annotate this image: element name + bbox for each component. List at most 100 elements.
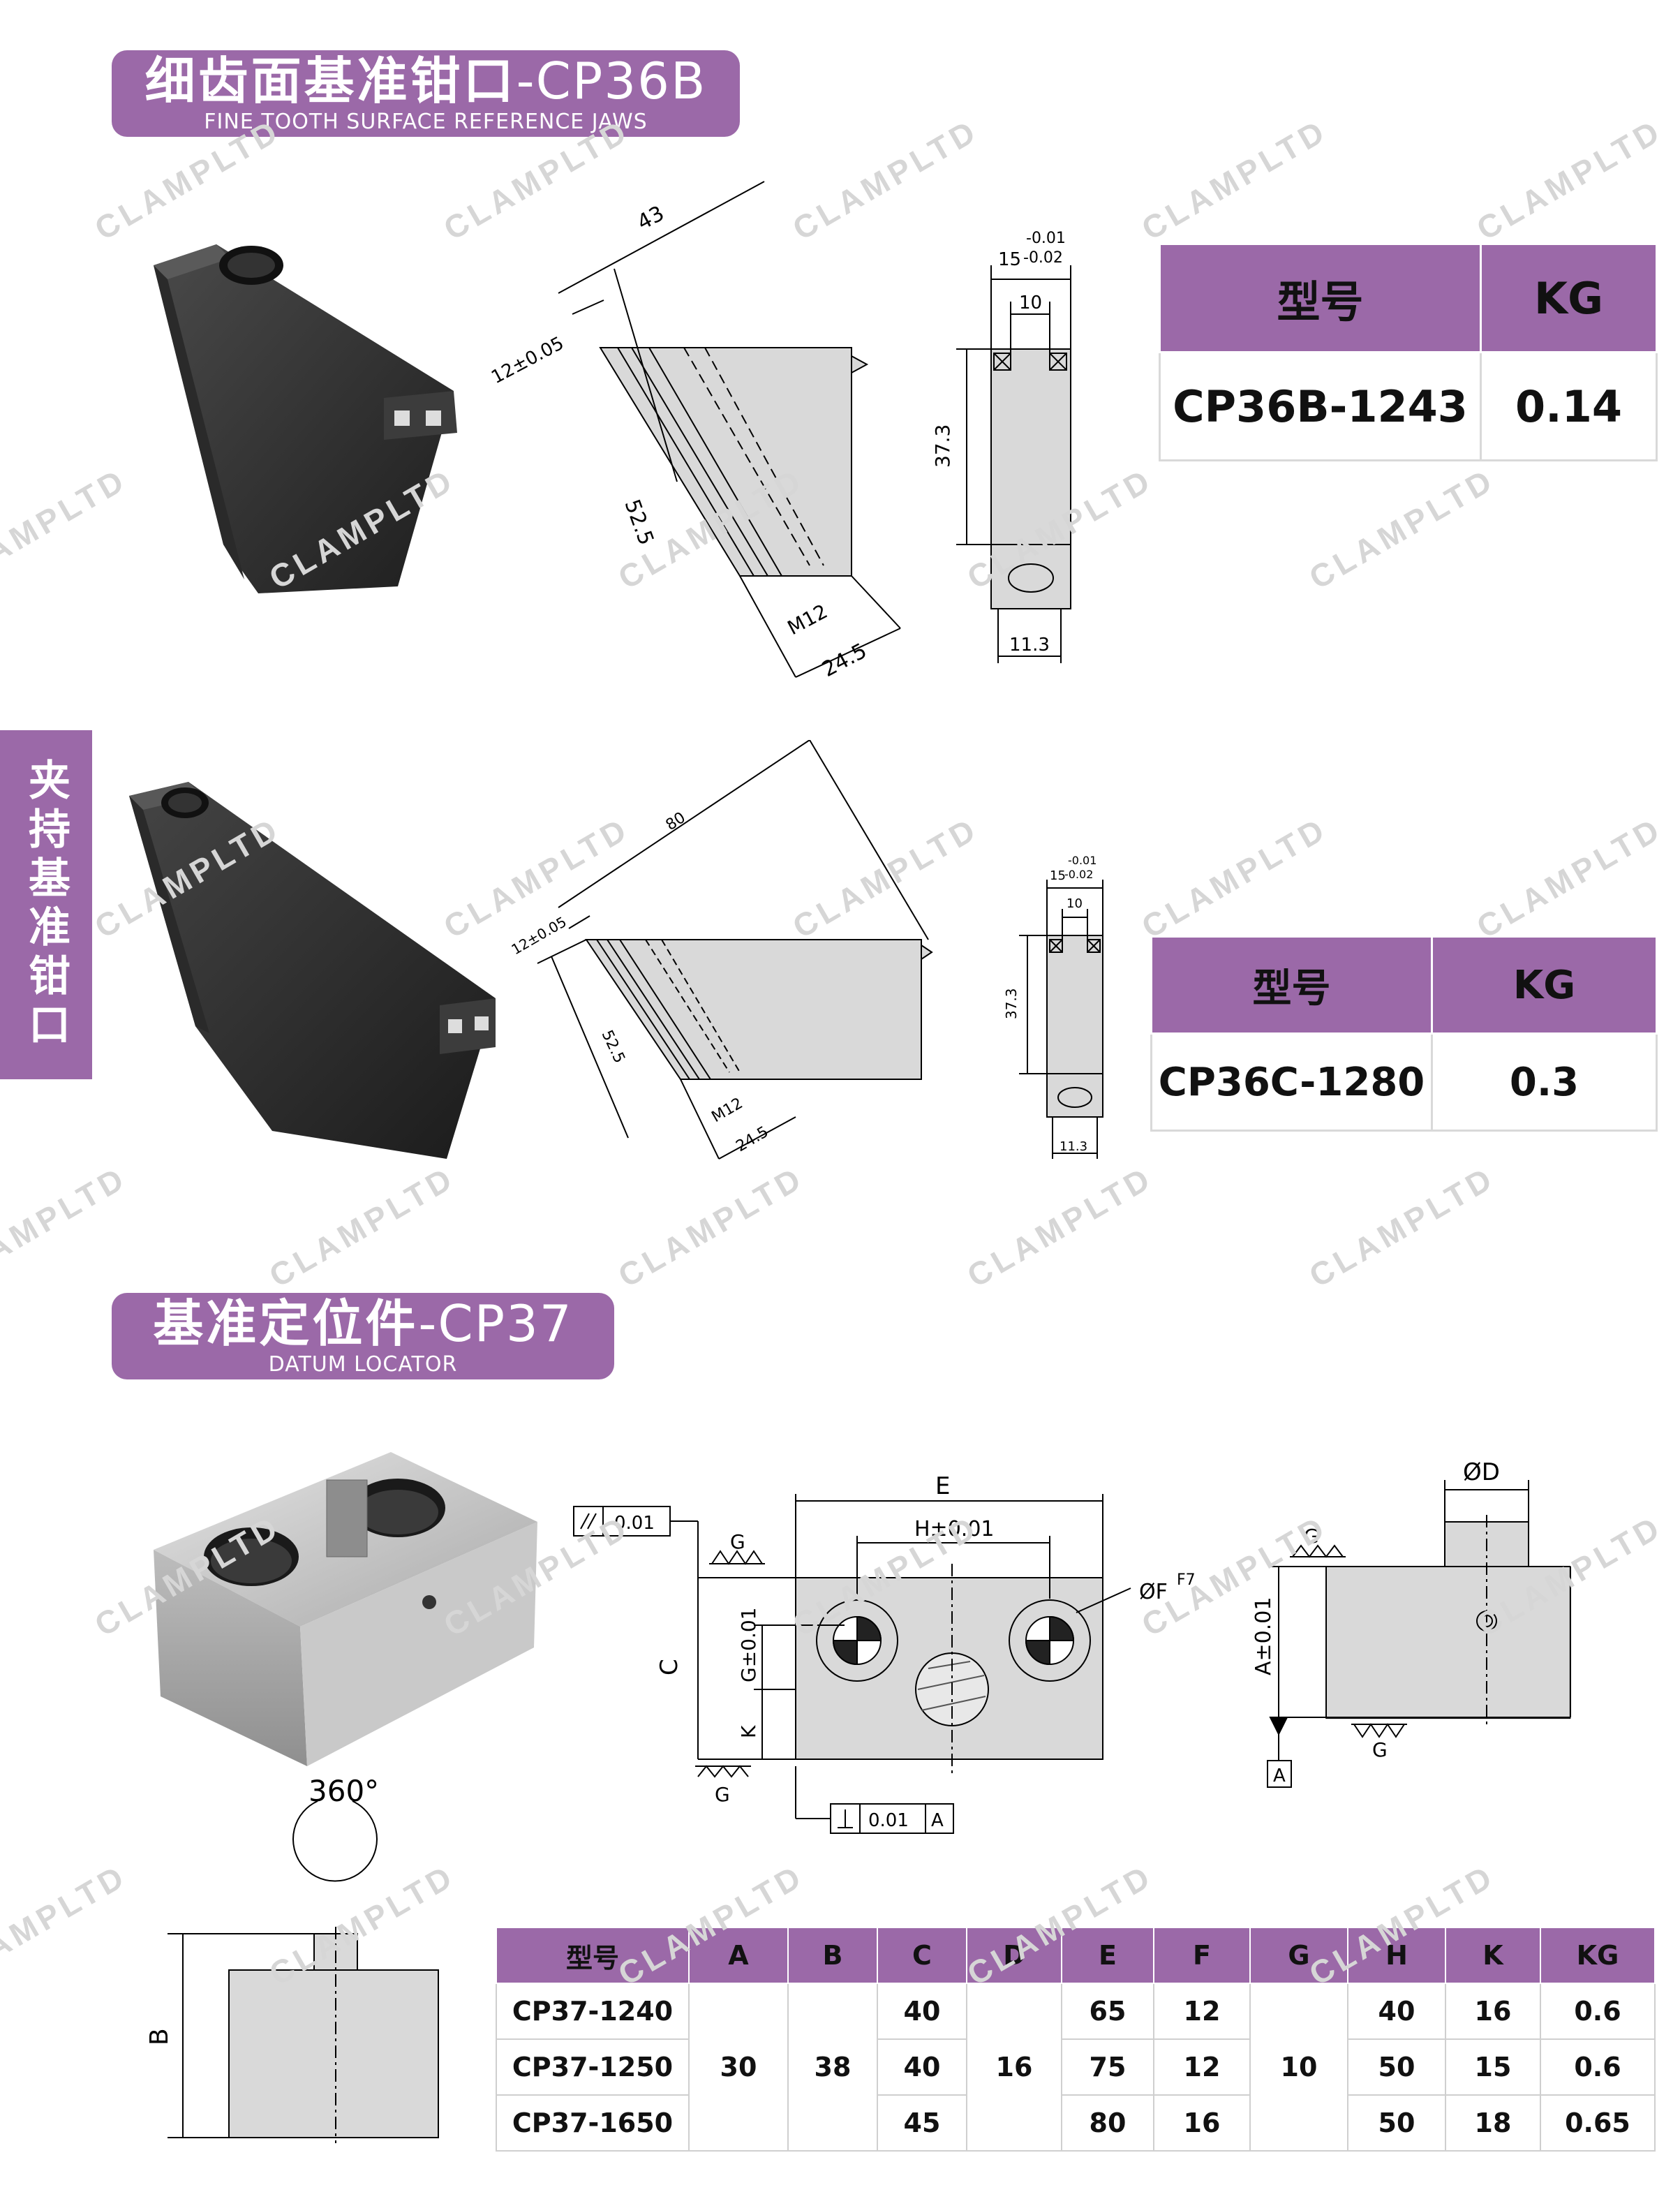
header-g: G <box>1249 1927 1348 1984</box>
table-row: CP37-1250 40 75 12 50 15 0.6 <box>496 2038 1656 2096</box>
cp37-front-drawing: E H±0.01 ØF F7 0.01 G C G±0.01 K G 0.01 … <box>573 1472 1196 1834</box>
cp37-side-drawing: B <box>145 1927 439 2143</box>
dim-11-3: 11.3 <box>1009 635 1050 656</box>
dim-37-3: 37.3 <box>931 424 954 468</box>
dim-f: ØF <box>1139 1580 1168 1604</box>
dim-tol-lower: -0.02 <box>1023 249 1063 267</box>
header-k: K <box>1445 1927 1541 1984</box>
cp36c-spec-table: 型号 KG CP36C-1280 0.3 <box>1150 935 1658 1132</box>
dim-m12: M12 <box>784 600 831 639</box>
cell-e: 65 <box>1061 1983 1154 2040</box>
header-model: 型号 <box>1159 243 1482 353</box>
cp37-rotation-symbol: 360° <box>292 1774 379 1882</box>
cp36b-side-drawing: 43 12±0.05 52.5 M12 24.5 <box>488 181 901 682</box>
cell-b: 38 <box>787 1983 878 2152</box>
cp37-subtitle: DATUM LOCATOR <box>268 1352 458 1377</box>
cell-e: 80 <box>1061 2094 1154 2152</box>
watermark-text: CLAMPLTD <box>1302 1159 1501 1294</box>
header-a: A <box>688 1927 789 1984</box>
cell-h: 50 <box>1347 2038 1446 2096</box>
header-d: D <box>966 1927 1062 1984</box>
rotation-360-label: 360° <box>309 1774 379 1808</box>
dim-11-3: 11.3 <box>1060 1139 1087 1154</box>
dim-f-tolerance: F7 <box>1177 1571 1196 1589</box>
cp37-section-banner: 基准定位件-CP37 DATUM LOCATOR <box>112 1293 614 1379</box>
dim-h: H±0.01 <box>914 1517 995 1541</box>
dim-37-3: 37.3 <box>1003 988 1020 1019</box>
dim-g: G±0.01 <box>737 1607 760 1682</box>
table-header-row: 型号 KG <box>1150 935 1658 1035</box>
cell-k: 16 <box>1445 1983 1541 2040</box>
dim-b: B <box>145 2028 174 2045</box>
table-row: CP36B-1243 0.14 <box>1159 351 1658 461</box>
cell-e: 75 <box>1061 2038 1154 2096</box>
side-category-tab: 夹持基准钳口 <box>0 730 92 1079</box>
cp37-title-cn: 基准定位件 <box>153 1294 419 1353</box>
cell-kg: 0.6 <box>1540 1983 1656 2040</box>
cell-model: CP37-1240 <box>496 1983 690 2040</box>
dim-tol-upper: -0.01 <box>1068 854 1097 867</box>
surface-mark-g-bottom: G <box>1372 1738 1388 1761</box>
cp36b-product-image <box>154 244 457 593</box>
header-f: F <box>1153 1927 1251 1984</box>
cell-h: 50 <box>1347 2094 1446 2152</box>
cp36c-product-image <box>129 782 496 1159</box>
cell-model: CP37-1650 <box>496 2094 690 2152</box>
cell-f: 16 <box>1153 2094 1251 2152</box>
dim-12-tolerance: 12±0.05 <box>488 333 567 388</box>
cp36-title-cn: 细齿面基准钳口 <box>144 52 516 110</box>
flatness-value: 0.01 <box>614 1513 655 1534</box>
cp36-title-code: -CP36B <box>516 52 707 110</box>
cell-a: 30 <box>688 1983 789 2152</box>
header-b: B <box>787 1927 878 1984</box>
cp37-right-drawing: ØD G A±0.01 G A <box>1251 1458 1571 1788</box>
header-model: 型号 <box>1150 935 1433 1035</box>
cell-model: CP36C-1280 <box>1150 1032 1433 1132</box>
cp37-spec-table: 型号 A B C D E F G H K KG CP37-1240 30 38 … <box>496 1927 1656 2152</box>
dim-tol-lower: -0.02 <box>1064 868 1093 881</box>
cell-kg: 0.3 <box>1431 1032 1658 1132</box>
cell-f: 12 <box>1153 1983 1251 2040</box>
header-h: H <box>1347 1927 1446 1984</box>
cp36b-spec-table: 型号 KG CP36B-1243 0.14 <box>1159 243 1658 461</box>
watermark-text: CLAMPLTD <box>1135 112 1334 247</box>
dim-e: E <box>935 1472 950 1500</box>
table-header-row: 型号 KG <box>1159 243 1658 353</box>
cell-k: 15 <box>1445 2038 1541 2096</box>
watermark-text: CLAMPLTD <box>1470 112 1669 247</box>
header-model: 型号 <box>496 1927 690 1984</box>
header-c: C <box>877 1927 967 1984</box>
table-row: CP36C-1280 0.3 <box>1150 1032 1658 1132</box>
watermark-text: CLAMPLTD <box>0 1857 133 1992</box>
cell-c: 40 <box>877 2038 967 2096</box>
dim-10: 10 <box>1066 896 1083 911</box>
cell-h: 40 <box>1347 1983 1446 2040</box>
cell-k: 18 <box>1445 2094 1541 2152</box>
perpendicularity-value: 0.01 <box>868 1810 909 1831</box>
cell-f: 12 <box>1153 2038 1251 2096</box>
dim-12-tolerance: 12±0.05 <box>509 913 570 958</box>
dim-d: ØD <box>1463 1458 1500 1486</box>
cp37-title: 基准定位件-CP37 <box>112 1293 614 1354</box>
watermark-text: CLAMPLTD <box>960 1159 1159 1294</box>
table-row: CP37-1240 30 38 40 16 65 12 10 40 16 0.6 <box>496 1983 1656 2152</box>
dim-24-5: 24.5 <box>734 1123 772 1155</box>
watermark-text: CLAMPLTD <box>1302 461 1501 596</box>
cp36-title: 细齿面基准钳口-CP36B <box>112 50 740 112</box>
cell-g: 10 <box>1249 1983 1348 2152</box>
surface-mark-g-top: G <box>1304 1525 1319 1548</box>
side-tab-label: 夹持基准钳口 <box>21 758 70 1051</box>
cell-kg: 0.6 <box>1540 2038 1656 2096</box>
cell-kg: 0.14 <box>1480 351 1658 461</box>
dim-k: K <box>737 1725 760 1738</box>
dim-52-5: 52.5 <box>598 1028 628 1066</box>
watermark-text: CLAMPLTD <box>0 461 133 596</box>
dim-tol-upper: -0.01 <box>1026 230 1066 247</box>
dim-15: 15 <box>998 249 1021 270</box>
header-kg: KG <box>1480 243 1658 353</box>
watermark-text: CLAMPLTD <box>1470 810 1669 945</box>
surface-mark-g-top: G <box>730 1530 745 1553</box>
cell-model: CP37-1250 <box>496 2038 690 2096</box>
table-header-row: 型号 A B C D E F G H K KG <box>496 1927 1656 1984</box>
cell-c: 40 <box>877 1983 967 2040</box>
